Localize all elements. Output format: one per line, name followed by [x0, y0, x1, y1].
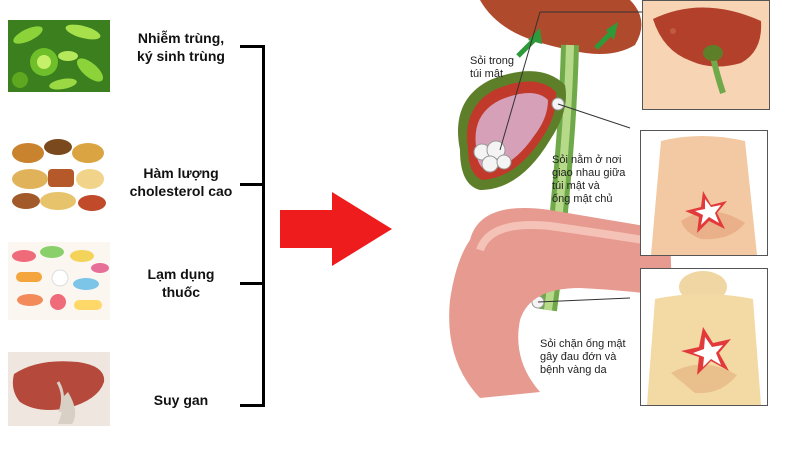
cause-label-drugs: Lạm dụng thuốc [147, 266, 215, 300]
panel-jaundice-pain [640, 268, 768, 406]
gallbladder-illustration [449, 0, 672, 398]
fatty-food-image [8, 135, 110, 213]
panel-upper-abdomen-pain [640, 130, 768, 256]
callout-junction-stones: Sỏi nằm ở nơi giao nhau giữa túi mật và … [552, 154, 626, 205]
callout-duct-stones: Sỏi chặn ống mật gây đau đớn và bệnh vàn… [540, 338, 626, 376]
cause-label-cholesterol: Hàm lượng cholesterol cao [129, 165, 233, 199]
arrow-right-icon [280, 192, 392, 266]
callout-gallbladder-stones: Sỏi trong túi mật [470, 55, 515, 80]
pills-image [8, 242, 110, 320]
liver-image [8, 352, 110, 426]
cause-label-liver-failure: Suy gan [153, 392, 209, 408]
panel-liver-closeup [642, 0, 770, 110]
bacteria-image [8, 20, 110, 92]
cause-label-infection: Nhiễm trùng, ký sinh trùng [137, 30, 225, 64]
